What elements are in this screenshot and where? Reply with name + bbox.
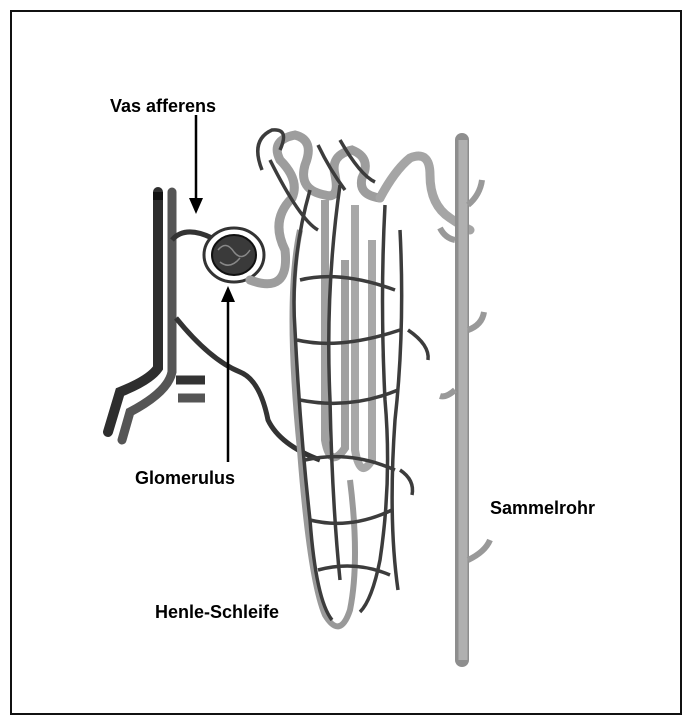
- label-vas-afferens: Vas afferens: [110, 96, 216, 117]
- proximal-tubule: [250, 135, 470, 284]
- pointer-arrows: [189, 115, 235, 462]
- renal-vessels: [108, 192, 205, 440]
- label-sammelrohr: Sammelrohr: [490, 498, 595, 519]
- label-henle-schleife: Henle-Schleife: [155, 602, 279, 623]
- label-glomerulus: Glomerulus: [135, 468, 235, 489]
- glomerulus-shape: [204, 228, 264, 282]
